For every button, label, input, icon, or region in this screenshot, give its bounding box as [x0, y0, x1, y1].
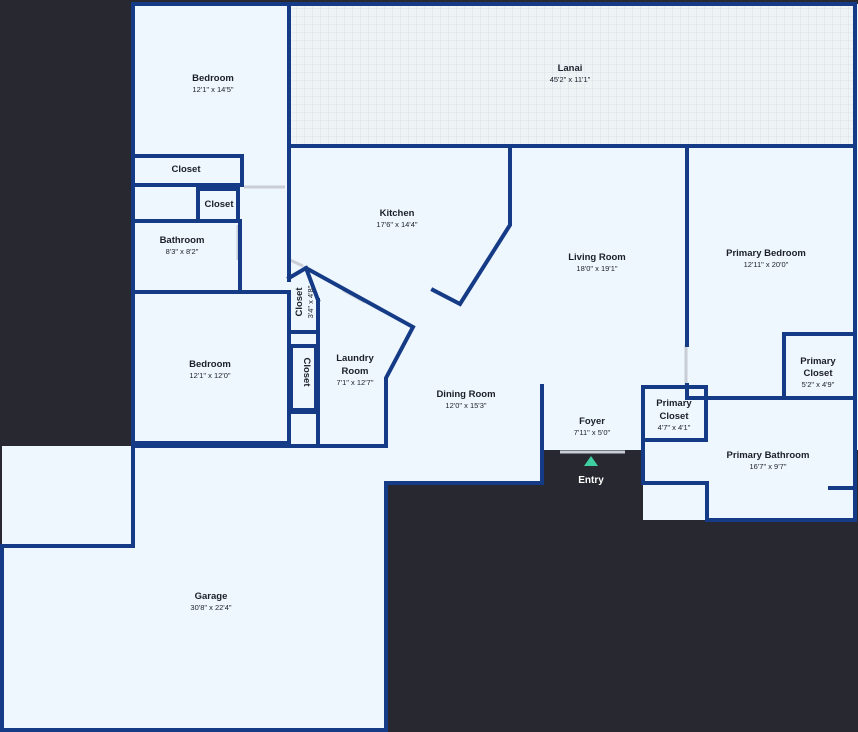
living-room-name: Living Room — [568, 252, 626, 263]
closet-hall-name: Closet — [171, 164, 201, 175]
dining-room-dims: 12'0" x 15'3" — [445, 401, 486, 410]
lanai-floor — [289, 4, 854, 146]
primary-closet-right-line1: Primary — [800, 356, 836, 367]
kitchen-dims: 17'6" x 14'4" — [376, 220, 417, 229]
primary-bathroom-dims: 16'7" x 9'7" — [750, 462, 787, 471]
garage-name: Garage — [195, 591, 228, 602]
primary-closet-left-line1: Primary — [656, 398, 692, 409]
primary-bedroom-dims: 12'11" x 20'0" — [744, 260, 789, 269]
bedroom-top-name: Bedroom — [192, 73, 234, 84]
primary-bathroom-name: Primary Bathroom — [727, 450, 810, 461]
closet-small-name: Closet — [204, 199, 234, 210]
garage-dims: 30'8" x 22'4" — [190, 603, 231, 612]
primary-bedroom-name: Primary Bedroom — [726, 248, 806, 259]
primary-closet-left-line2: Closet — [659, 411, 689, 422]
dining-room-name: Dining Room — [436, 389, 495, 400]
bedroom-mid-name: Bedroom — [189, 359, 231, 370]
laundry-room-line2: Room — [342, 366, 369, 377]
laundry-room-dims: 7'1" x 12'7" — [337, 378, 374, 387]
closet-angled-dims: 3'4" x 4'8" — [306, 285, 315, 318]
kitchen-name: Kitchen — [380, 208, 415, 219]
foyer-name: Foyer — [579, 416, 605, 427]
bathroom-name: Bathroom — [160, 235, 205, 246]
living-room-dims: 18'0" x 19'1" — [576, 264, 617, 273]
bathroom-dims: 8'3" x 8'2" — [166, 247, 199, 256]
closet-angled-name: Closet — [294, 287, 305, 317]
closet-laundry-name: Closet — [301, 357, 312, 387]
primary-closet-left-dims: 4'7" x 4'1" — [658, 423, 691, 432]
primary-closet-right-dims: 5'2" x 4'9" — [802, 380, 835, 389]
bedroom-mid-dims: 12'1" x 12'0" — [189, 371, 230, 380]
entry-marker — [584, 456, 598, 466]
laundry-room-line1: Laundry — [336, 353, 374, 364]
primary-closet-right-line2: Closet — [803, 368, 833, 379]
lanai-dims: 45'2" x 11'1" — [550, 75, 591, 84]
foyer-dims: 7'11" x 5'0" — [574, 428, 611, 437]
lanai-name: Lanai — [558, 63, 583, 74]
entry-label: Entry — [578, 475, 604, 486]
bedroom-top-dims: 12'1" x 14'5" — [192, 85, 233, 94]
